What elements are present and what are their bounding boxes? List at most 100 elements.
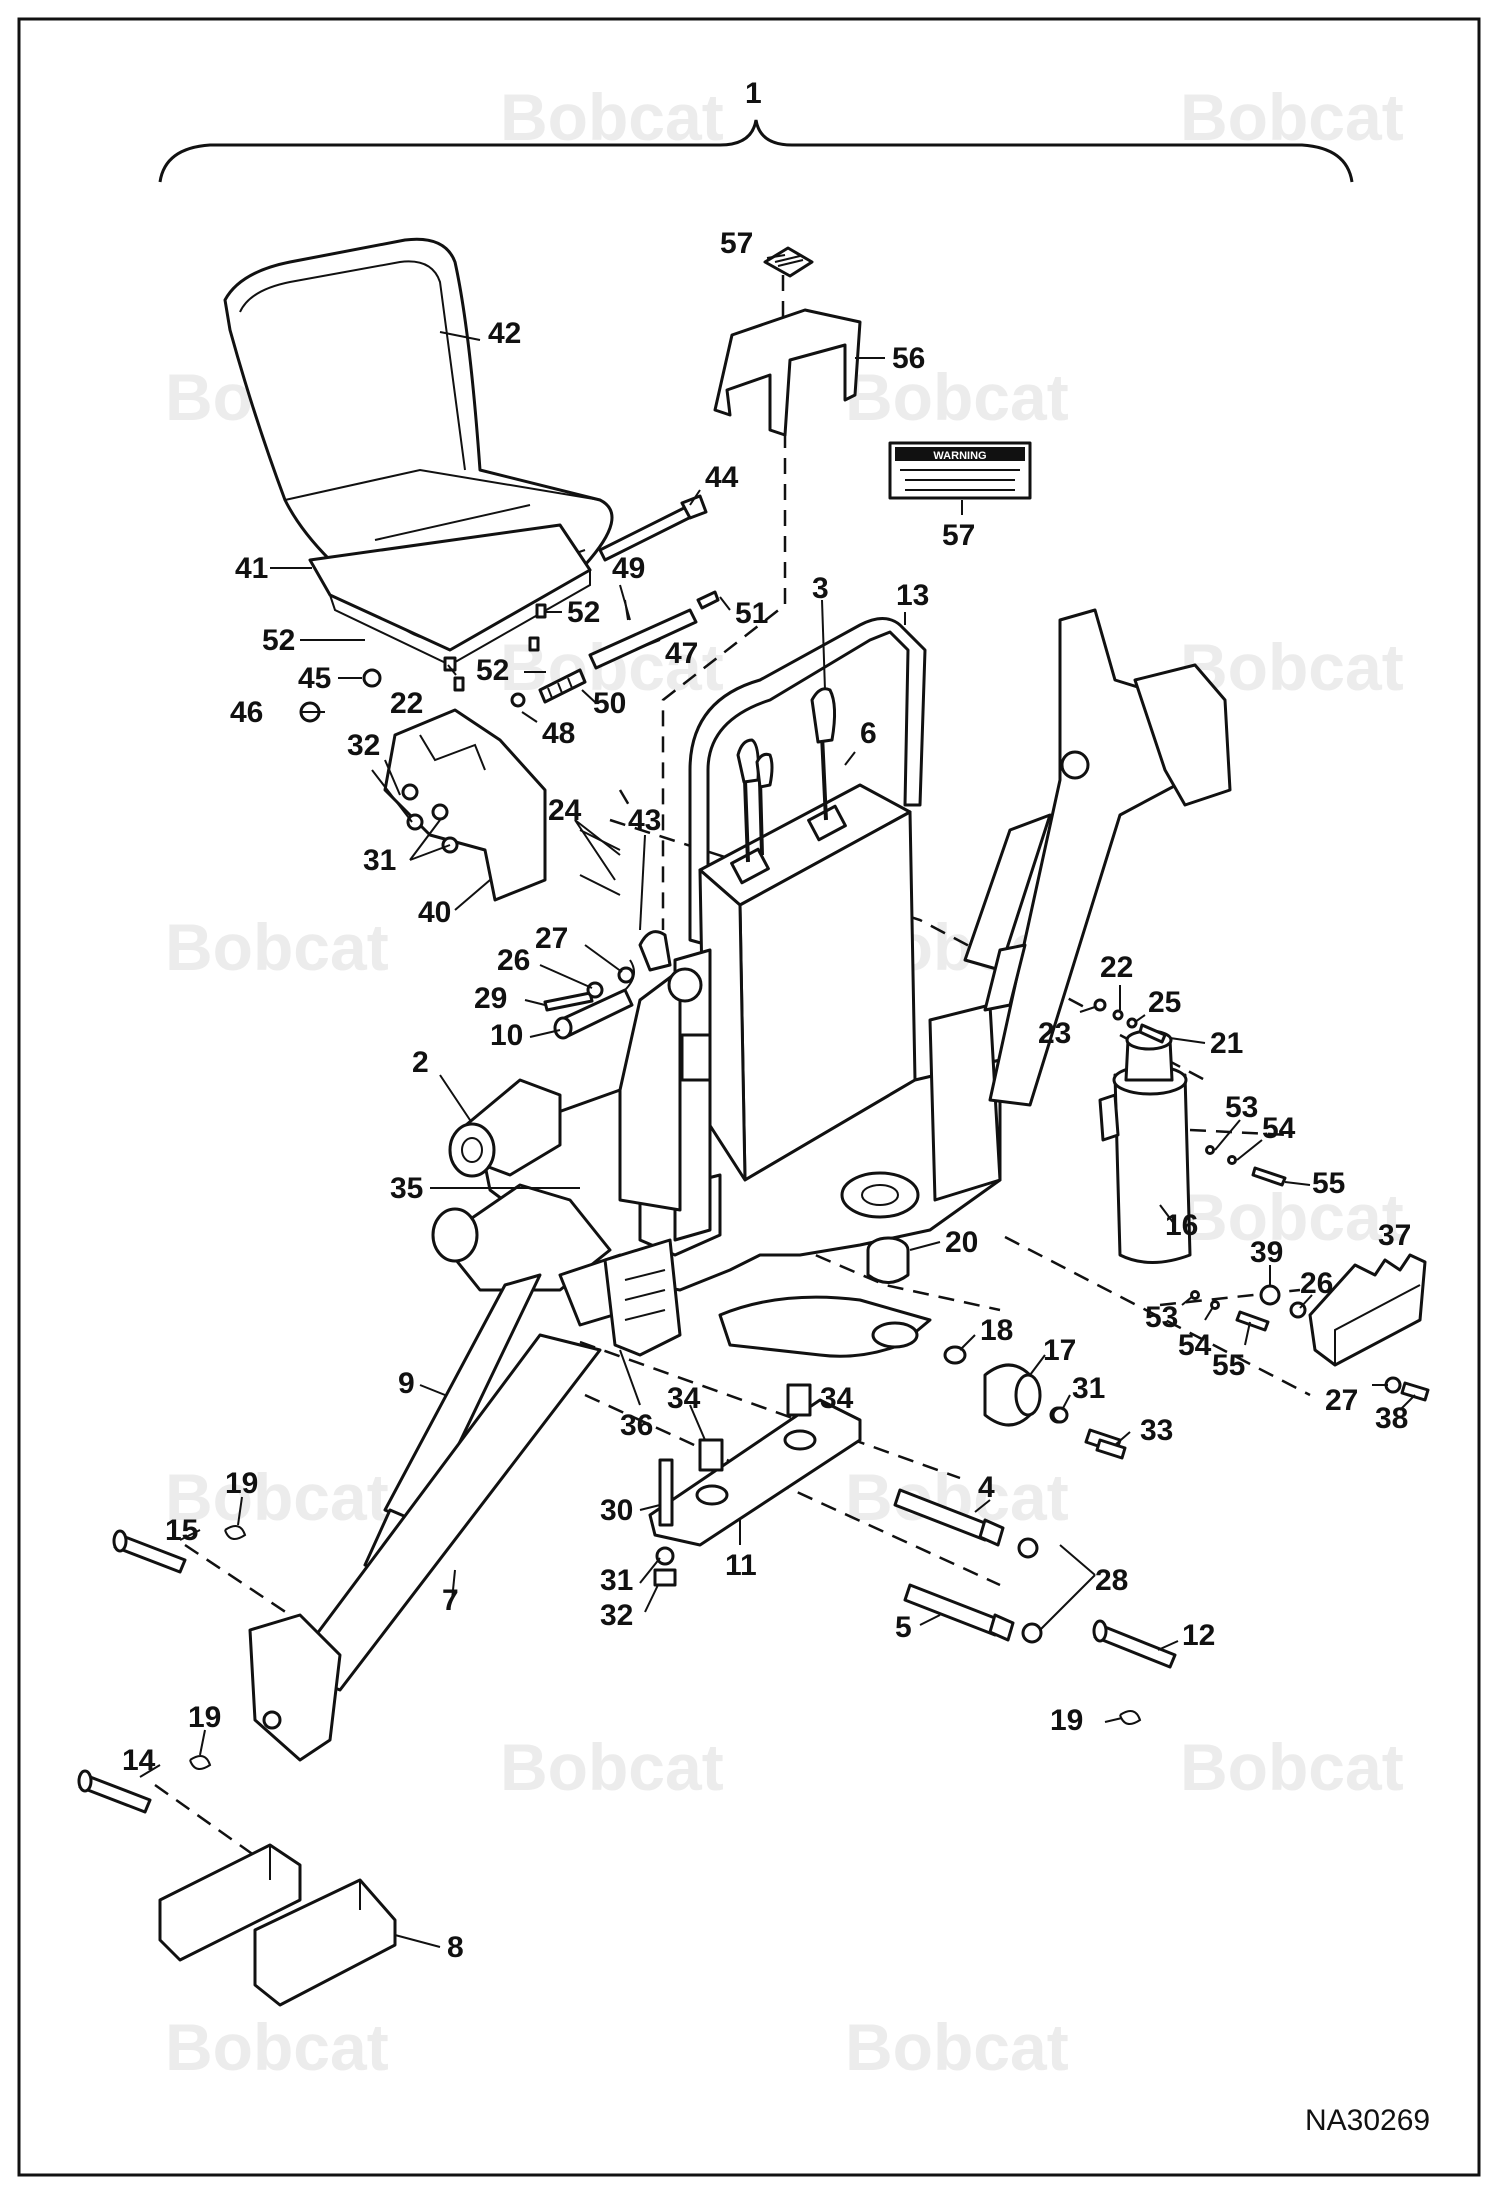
pin-bolt xyxy=(543,966,635,1012)
assembly-brace xyxy=(158,119,1354,183)
callout: 3 xyxy=(812,572,829,605)
callout: 41 xyxy=(235,552,268,585)
callout: 19 xyxy=(188,1701,221,1734)
callout: 16 xyxy=(1165,1209,1198,1242)
callout: 22 xyxy=(390,687,423,720)
control-levers xyxy=(736,687,837,863)
left-pivot-mount xyxy=(448,1078,562,1178)
latch xyxy=(638,930,672,972)
callout: 25 xyxy=(1148,986,1181,1019)
callout: 26 xyxy=(497,944,530,977)
watermark: Bobcat xyxy=(500,1730,724,1804)
bottle-holder xyxy=(1098,1029,1192,1264)
stabilizer-bracket xyxy=(603,1238,682,1357)
warning-decal: WARNING xyxy=(888,441,1032,500)
callout: 13 xyxy=(896,579,929,612)
callout: 39 xyxy=(1250,1236,1283,1269)
callout: 29 xyxy=(474,982,507,1015)
step-bolt xyxy=(1384,1376,1430,1402)
callout: 8 xyxy=(447,1931,464,1964)
leader-lines xyxy=(139,254,1416,1948)
watermark: Bobcat xyxy=(165,910,389,984)
callout: 15 xyxy=(165,1514,198,1547)
callout-labels: 1 57 56 57 42 44 41 49 51 52 52 47 45 22… xyxy=(122,77,1411,1964)
watermark: Bobcat xyxy=(1180,1180,1404,1254)
callout: 10 xyxy=(490,1019,523,1052)
right-stabilizer-arm xyxy=(988,608,1232,1107)
left-stabilizer-arm xyxy=(248,1333,602,1762)
callout: 33 xyxy=(1140,1414,1173,1447)
callout: 51 xyxy=(735,597,768,630)
callout-assembly: 1 xyxy=(745,77,762,110)
watermark: Bobcat xyxy=(165,2010,389,2084)
callout: 22 xyxy=(1100,951,1133,984)
frame-pins xyxy=(893,1488,1043,1644)
mounting-plate xyxy=(648,1383,862,1587)
right-stabilizer-cylinder xyxy=(963,813,1052,1012)
callout: 53 xyxy=(1225,1091,1258,1124)
callout: 34 xyxy=(820,1382,854,1415)
callout: 54 xyxy=(1178,1329,1212,1362)
callout: 49 xyxy=(612,552,645,585)
callout: 6 xyxy=(860,717,877,750)
callout: 42 xyxy=(488,317,521,350)
callout: 18 xyxy=(980,1314,1013,1347)
callout: 20 xyxy=(945,1226,978,1259)
callout: 55 xyxy=(1212,1349,1245,1382)
watermark: Bobcat xyxy=(165,1460,389,1534)
foot-step xyxy=(1308,1253,1427,1367)
callout: 48 xyxy=(542,717,575,750)
callout: 2 xyxy=(412,1046,429,1079)
callout: 7 xyxy=(442,1584,459,1617)
callout: 34 xyxy=(667,1382,701,1415)
callout: 43 xyxy=(628,804,661,837)
callout: 31 xyxy=(363,844,396,877)
callout: 45 xyxy=(298,662,331,695)
pivot-pin xyxy=(553,959,635,1040)
watermark-layer: Bobcat Bobcat Bobcat Bobcat Bobcat Bobca… xyxy=(165,80,1404,2084)
callout: 55 xyxy=(1312,1167,1345,1200)
callout: 57 xyxy=(720,227,753,260)
grab-handle xyxy=(688,617,927,947)
callout: 37 xyxy=(1378,1219,1411,1252)
callout: 38 xyxy=(1375,1402,1408,1435)
watermark: Bobcat xyxy=(500,80,724,154)
main-frame xyxy=(478,948,1002,1358)
callout: 50 xyxy=(593,687,626,720)
callout: 5 xyxy=(895,1611,912,1644)
cover-plate xyxy=(713,308,862,437)
bushing-bolt xyxy=(1051,1406,1127,1460)
callout: 52 xyxy=(262,624,295,657)
callout: 32 xyxy=(347,729,380,762)
callout: 21 xyxy=(1210,1027,1243,1060)
callout: 30 xyxy=(600,1494,633,1527)
callout: 31 xyxy=(1072,1372,1105,1405)
stabilizer-pads xyxy=(158,1843,397,2007)
callout: 26 xyxy=(1300,1267,1333,1300)
callout: 53 xyxy=(1145,1301,1178,1334)
seat-bolt xyxy=(598,494,708,562)
seat-bracket xyxy=(383,708,621,902)
callout: 9 xyxy=(398,1367,415,1400)
small-decal xyxy=(763,246,814,278)
callout: 17 xyxy=(1043,1334,1076,1367)
callout: 36 xyxy=(620,1409,653,1442)
callout: 4 xyxy=(978,1471,995,1504)
callout: 56 xyxy=(892,342,925,375)
callout: 52 xyxy=(476,654,509,687)
callout: 24 xyxy=(548,794,582,827)
seat-adjust-rod xyxy=(538,584,720,704)
drawing-border xyxy=(17,17,1481,2177)
watermark: Bobcat xyxy=(1180,80,1404,154)
watermark: Bobcat xyxy=(1180,1730,1404,1804)
drawing-code: NA30269 xyxy=(1305,2104,1430,2137)
svg-text:WARNING: WARNING xyxy=(933,450,986,462)
callout: 12 xyxy=(1182,1619,1215,1652)
callout: 47 xyxy=(665,637,698,670)
callout: 27 xyxy=(1325,1384,1358,1417)
callout: 28 xyxy=(1095,1564,1128,1597)
callout: 32 xyxy=(600,1599,633,1632)
control-console xyxy=(698,783,917,1182)
callout: 14 xyxy=(122,1744,156,1777)
